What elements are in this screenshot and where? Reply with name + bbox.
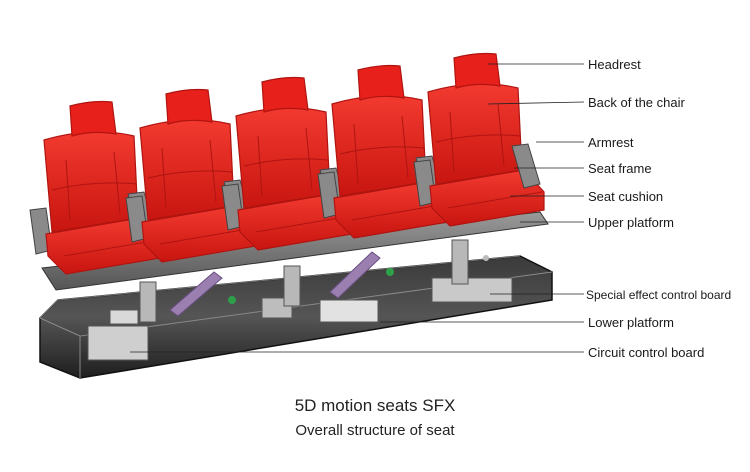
caption-title: 5D motion seats SFX (294, 396, 456, 415)
label-lower-platform: Lower platform (588, 315, 674, 330)
headrest (165, 88, 213, 125)
headrest (69, 100, 117, 137)
label-seat-cushion: Seat cushion (588, 189, 664, 204)
label-back-of-chair: Back of the chair (588, 95, 685, 110)
circuit-board-box (87, 325, 149, 361)
headrest (261, 76, 309, 113)
chair-back (43, 131, 139, 233)
headrest (453, 52, 501, 89)
special-effect-board-box (431, 277, 513, 303)
chair-back (235, 107, 331, 209)
label-circuit-board: Circuit control board (588, 345, 705, 360)
label-seat-frame: Seat frame (588, 161, 652, 176)
leader-lines (130, 63, 585, 353)
label-special-effect-board: Special effect control board (586, 288, 732, 302)
chair-back (427, 83, 523, 185)
caption-subtitle: Overall structure of seat (295, 422, 455, 439)
lower-platform (39, 255, 553, 379)
armrest (511, 143, 541, 189)
headrest (357, 64, 405, 101)
label-headrest: Headrest (588, 57, 641, 72)
seat (413, 52, 545, 227)
seat (221, 76, 353, 251)
control-module-box (319, 299, 379, 323)
label-upper-platform: Upper platform (588, 215, 674, 230)
chair-back (139, 119, 235, 221)
label-armrest: Armrest (588, 135, 634, 150)
seat-row (29, 52, 545, 275)
chair-back (331, 95, 427, 197)
actuators (139, 239, 469, 323)
